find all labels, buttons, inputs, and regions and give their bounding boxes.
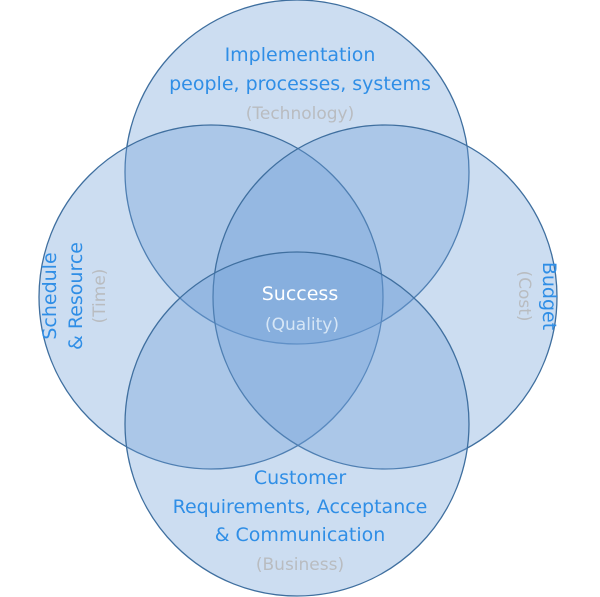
schedule-title: Schedule bbox=[39, 252, 61, 339]
budget-title: Budget bbox=[538, 262, 560, 330]
circle-customer bbox=[124, 251, 470, 597]
business-label: (Business) bbox=[256, 555, 344, 575]
success-title: Success bbox=[262, 283, 338, 305]
cost-label: (Cost) bbox=[514, 270, 534, 321]
circles-group bbox=[38, 0, 558, 597]
technology-label: (Technology) bbox=[246, 104, 355, 124]
circle-schedule bbox=[38, 124, 384, 470]
implementation-detail: people, processes, systems bbox=[169, 73, 431, 95]
resource-title: & Resource bbox=[65, 242, 87, 350]
schedule-label-group: Schedule & Resource (Time) bbox=[39, 242, 110, 350]
budget-label-group: Budget (Cost) bbox=[514, 262, 560, 330]
implementation-title: Implementation bbox=[225, 44, 376, 66]
requirements-title: Requirements, Acceptance bbox=[173, 496, 428, 518]
communication-title: & Communication bbox=[215, 524, 386, 546]
quality-label: (Quality) bbox=[265, 315, 339, 335]
circle-budget bbox=[212, 124, 558, 470]
customer-title: Customer bbox=[254, 467, 346, 489]
time-label: (Time) bbox=[90, 269, 110, 324]
circle-implementation bbox=[124, 0, 470, 345]
